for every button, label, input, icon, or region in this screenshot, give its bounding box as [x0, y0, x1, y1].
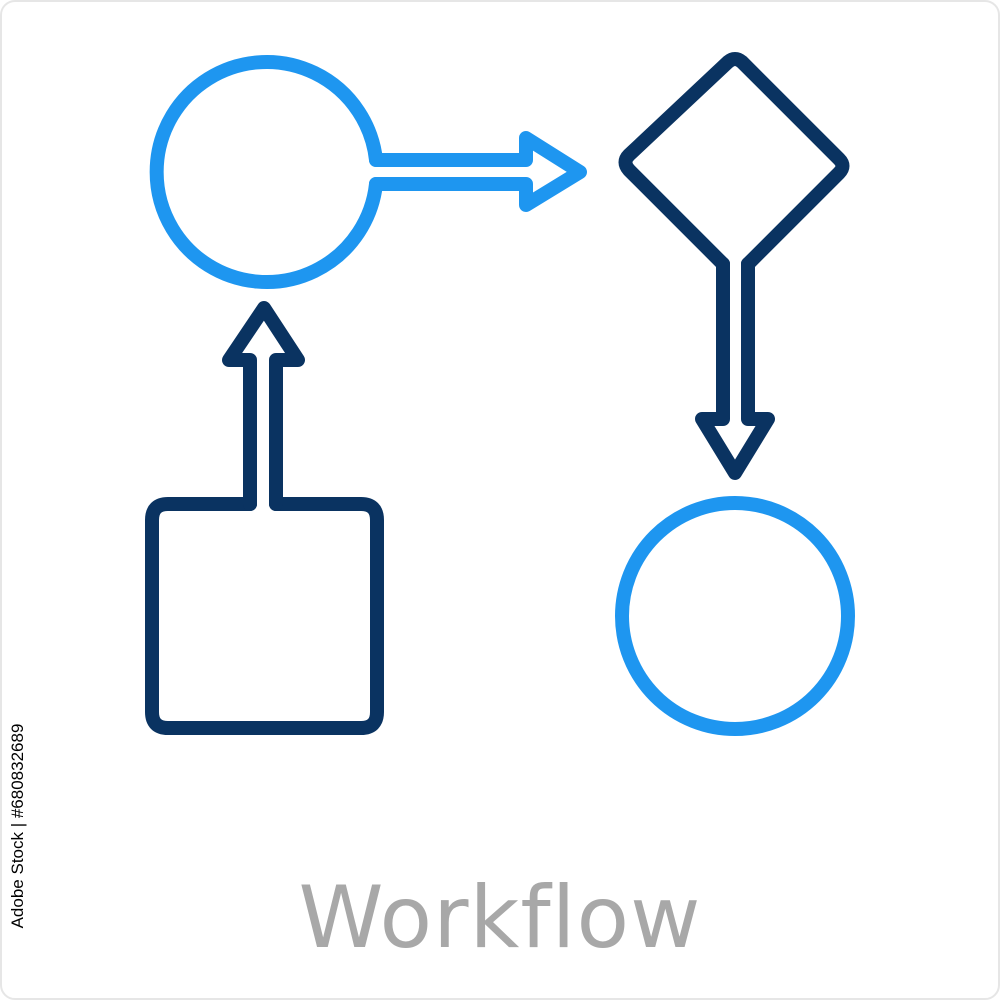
stock-id-label: Adobe Stock | #680832689	[8, 723, 27, 929]
end-circle-node-icon	[615, 496, 855, 736]
right-arrow-icon	[369, 131, 587, 212]
start-circle-node-icon	[149, 55, 383, 289]
decision-diamond-node-icon	[618, 52, 850, 271]
caption-title: Workflow	[298, 868, 702, 968]
down-arrow-icon	[695, 257, 775, 480]
process-square-node-icon	[145, 497, 384, 735]
up-arrow-icon	[222, 301, 305, 511]
